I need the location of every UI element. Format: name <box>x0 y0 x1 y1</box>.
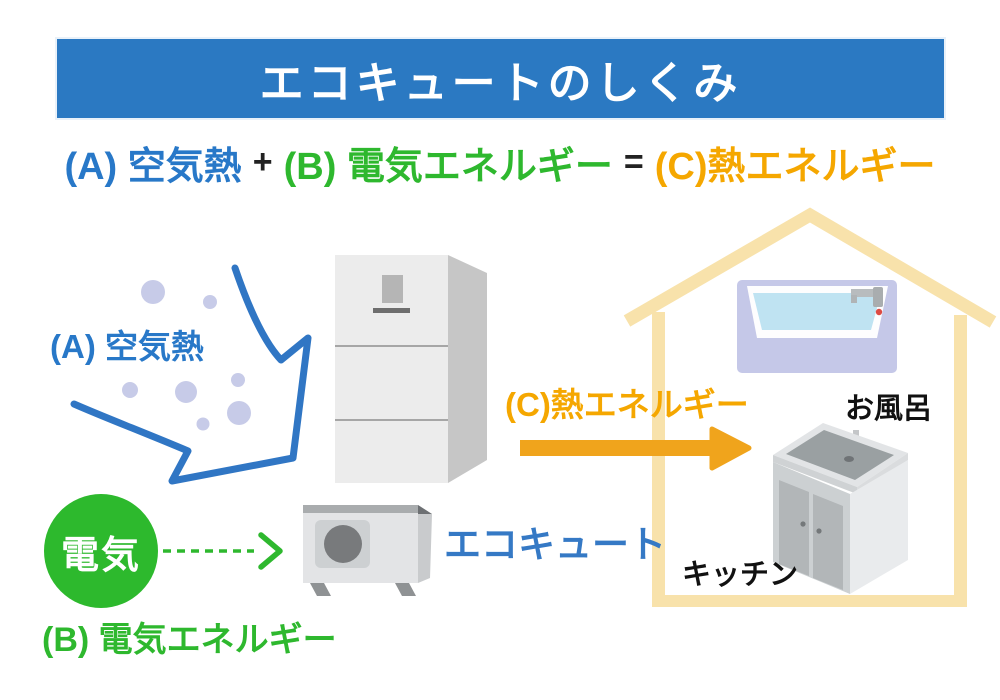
title-banner: エコキュートのしくみ <box>55 37 946 120</box>
electricity-dashed-arrow-icon <box>163 532 283 570</box>
air-flow-arrow-icon <box>70 264 312 485</box>
kitchen-label: キッチン <box>682 559 799 591</box>
ecocute-label: エコキュート <box>444 524 666 565</box>
heat-energy-arrow-icon <box>520 426 752 471</box>
formula-equals-sign: = <box>623 142 644 181</box>
formula-plus-sign: + <box>252 142 273 181</box>
air-particles-icon <box>122 280 251 431</box>
heat-energy-label: (C)熱エネルギー <box>505 386 749 423</box>
formula-air-heat: (A) 空気熱 <box>64 145 242 188</box>
bathtub-icon <box>737 280 897 373</box>
air-heat-label: (A) 空気熱 <box>50 328 204 365</box>
bath-label: お風呂 <box>845 393 933 425</box>
kitchen-sink-icon <box>773 423 908 594</box>
formula-heat-energy: (C)熱エネルギー <box>654 145 936 188</box>
page-title: エコキュートのしくみ <box>259 58 742 108</box>
electricity-circle: 電気 <box>44 494 158 608</box>
heat-pump-icon <box>303 505 432 596</box>
formula-electric-energy: (B) 電気エネルギー <box>283 145 613 188</box>
house-icon <box>623 207 997 607</box>
electric-energy-label: (B) 電気エネルギー <box>42 621 337 659</box>
tank-unit-icon <box>335 255 487 483</box>
energy-formula: (A) 空気熱 + (B) 電気エネルギー = (C)熱エネルギー <box>0 134 1000 190</box>
electricity-label: 電気 <box>60 534 141 577</box>
